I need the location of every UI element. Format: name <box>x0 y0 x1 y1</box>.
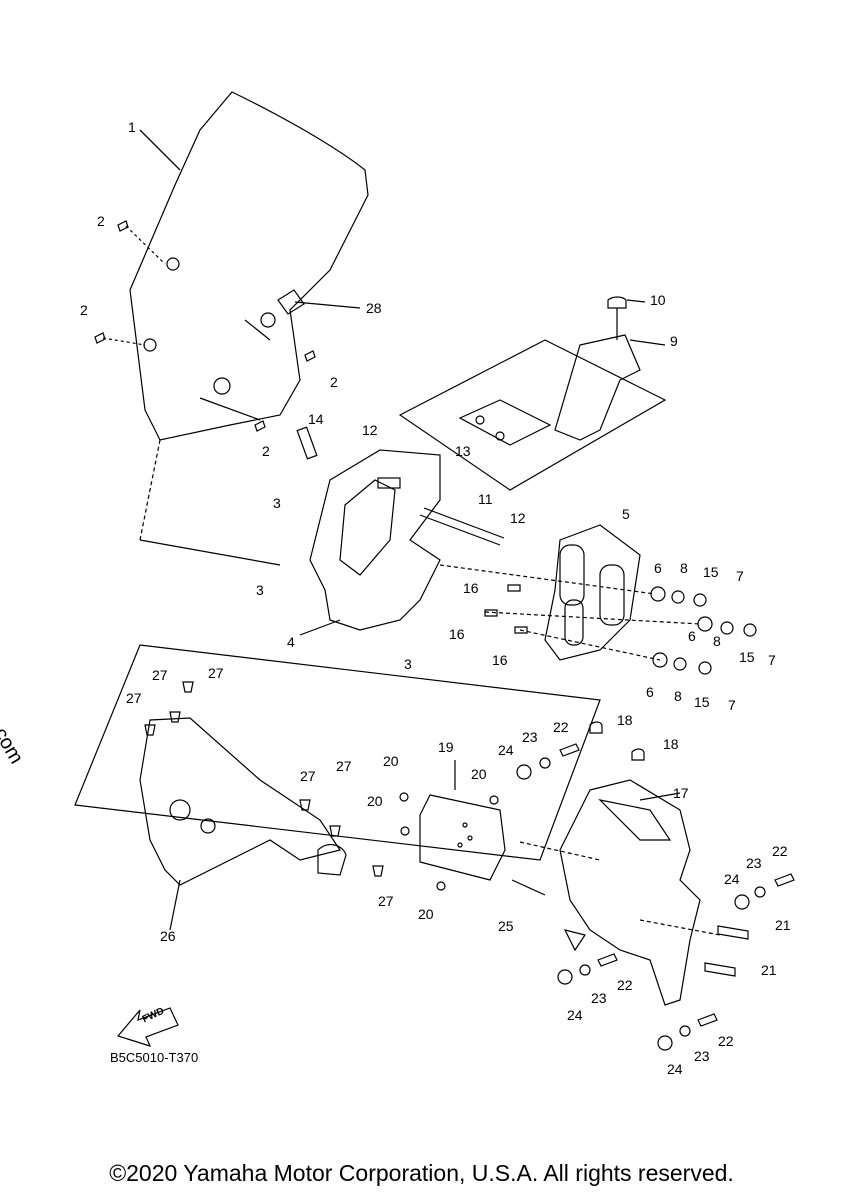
callout-20: 20 <box>418 906 434 922</box>
callout-27: 27 <box>126 690 142 706</box>
callout-20: 20 <box>471 766 487 782</box>
callout-8: 8 <box>713 633 721 649</box>
callout-10: 10 <box>650 292 666 308</box>
callout-16: 16 <box>492 652 508 668</box>
callout-3: 3 <box>273 495 281 511</box>
callout-25: 25 <box>498 918 514 934</box>
callout-27: 27 <box>300 768 316 784</box>
callout-16: 16 <box>463 580 479 596</box>
callout-23: 23 <box>522 729 538 745</box>
callout-9: 9 <box>670 333 678 349</box>
callout-24: 24 <box>567 1007 583 1023</box>
callout-16: 16 <box>449 626 465 642</box>
callout-7: 7 <box>728 697 736 713</box>
callout-23: 23 <box>694 1048 710 1064</box>
diagram-linework <box>74 91 795 1051</box>
callout-22: 22 <box>718 1033 734 1049</box>
diagram-code: B5C5010-T370 <box>110 1050 199 1065</box>
callout-23: 23 <box>591 990 607 1006</box>
callout-12: 12 <box>510 510 526 526</box>
fwd-arrow <box>116 1007 179 1047</box>
callout-26: 26 <box>160 928 176 944</box>
callout-7: 7 <box>736 568 744 584</box>
callout-3: 3 <box>256 582 264 598</box>
callout-18: 18 <box>617 712 633 728</box>
callout-2: 2 <box>97 213 105 229</box>
callout-2: 2 <box>330 374 338 390</box>
callout-24: 24 <box>498 742 514 758</box>
callout-labels: 1 2 2 2 2 28 10 9 14 12 13 3 11 12 5 6 8… <box>80 119 791 1077</box>
callout-19: 19 <box>438 739 454 755</box>
callout-8: 8 <box>674 688 682 704</box>
callout-21: 21 <box>761 962 777 978</box>
callout-27: 27 <box>152 667 168 683</box>
callout-15: 15 <box>694 694 710 710</box>
callout-24: 24 <box>667 1061 683 1077</box>
callout-20: 20 <box>383 753 399 769</box>
stay-17 <box>559 779 701 1006</box>
callout-24: 24 <box>724 871 740 887</box>
callout-12: 12 <box>362 422 378 438</box>
callout-20: 20 <box>367 793 383 809</box>
callout-6: 6 <box>646 684 654 700</box>
callout-18: 18 <box>663 736 679 752</box>
callout-4: 4 <box>287 634 295 650</box>
callout-28: 28 <box>366 300 382 316</box>
callout-6: 6 <box>654 560 662 576</box>
callout-27: 27 <box>208 665 224 681</box>
callout-14: 14 <box>308 411 324 427</box>
callout-1: 1 <box>128 119 136 135</box>
callout-22: 22 <box>553 719 569 735</box>
callout-7: 7 <box>768 652 776 668</box>
callout-21: 21 <box>775 917 791 933</box>
callout-2: 2 <box>262 443 270 459</box>
callout-6: 6 <box>688 628 696 644</box>
callout-27: 27 <box>378 893 394 909</box>
plate-19 <box>419 794 506 881</box>
side-cover <box>139 717 341 886</box>
callout-15: 15 <box>739 649 755 665</box>
callout-27: 27 <box>336 758 352 774</box>
bracket-9 <box>554 334 641 441</box>
callout-22: 22 <box>617 977 633 993</box>
callout-15: 15 <box>703 564 719 580</box>
callout-5: 5 <box>622 506 630 522</box>
callout-22: 22 <box>772 843 788 859</box>
callout-2: 2 <box>80 302 88 318</box>
inner-panel <box>309 449 441 631</box>
callout-3: 3 <box>404 656 412 672</box>
callout-23: 23 <box>746 855 762 871</box>
callout-13: 13 <box>455 443 471 459</box>
callout-17: 17 <box>673 785 689 801</box>
callout-11: 11 <box>478 491 493 507</box>
windshield <box>129 91 369 441</box>
stay-5 <box>544 524 641 661</box>
callout-8: 8 <box>680 560 688 576</box>
copyright-notice: ©2020 Yamaha Motor Corporation, U.S.A. A… <box>109 1160 734 1186</box>
